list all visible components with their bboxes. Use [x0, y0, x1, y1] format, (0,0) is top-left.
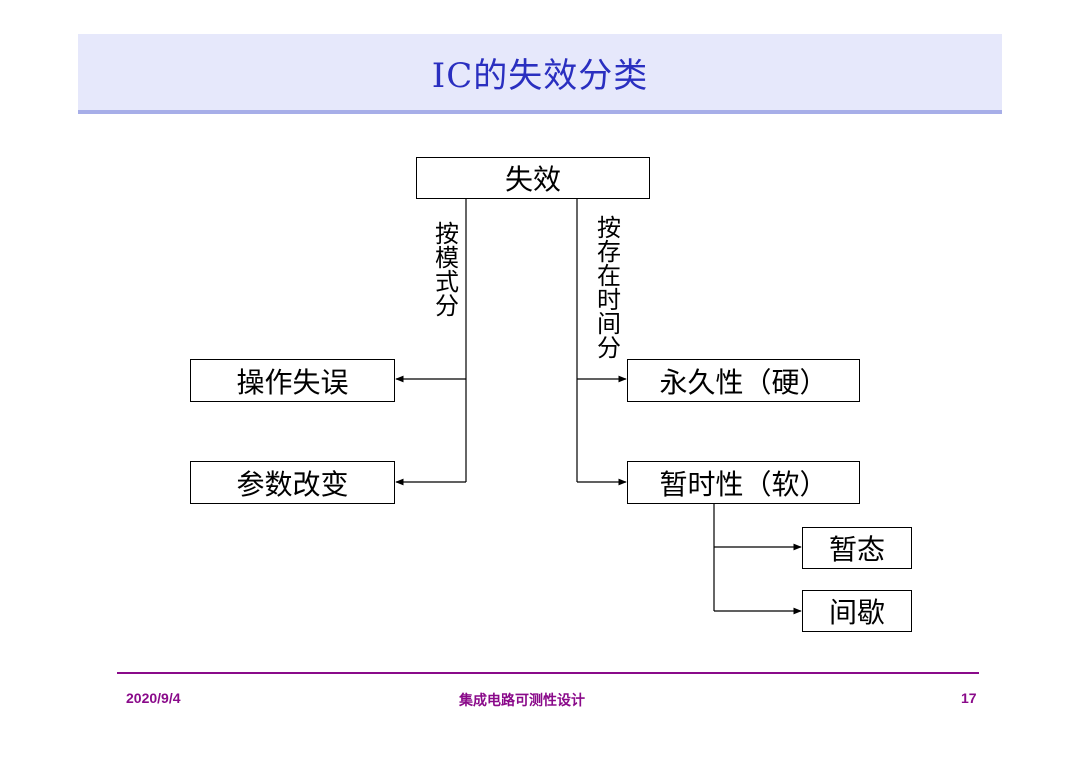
title-band: IC的失效分类 [78, 34, 1002, 114]
node-permanent-label: 永久性（硬） [659, 365, 828, 399]
right-branch-label: 按存在时间分 [596, 216, 622, 360]
slide-title: IC的失效分类 [431, 55, 649, 96]
node-transient-label: 暂态 [828, 533, 885, 566]
node-parameter-change: 参数改变 [190, 461, 395, 504]
footer-divider [117, 672, 979, 674]
node-intermittent-label: 间歇 [828, 596, 885, 629]
node-transient: 暂态 [802, 527, 912, 569]
node-temporary: 暂时性（软） [627, 461, 860, 504]
node-intermittent: 间歇 [802, 590, 912, 632]
root-node: 失效 [416, 157, 650, 199]
node-operation-error: 操作失误 [190, 359, 395, 402]
footer-course: 集成电路可测性设计 [459, 692, 585, 708]
node-parameter-change-label: 参数改变 [236, 467, 349, 501]
root-node-label: 失效 [504, 163, 561, 196]
footer-date: 2020/9/4 [126, 690, 181, 706]
right-branch-label-text: 按存在时间分 [597, 214, 621, 362]
node-temporary-label: 暂时性（软） [659, 467, 828, 501]
left-branch-label: 按模式分 [434, 222, 460, 318]
left-branch-label-text: 按模式分 [435, 220, 459, 320]
node-operation-error-label: 操作失误 [236, 365, 349, 399]
footer-page-number: 17 [961, 690, 977, 706]
node-permanent: 永久性（硬） [627, 359, 860, 402]
